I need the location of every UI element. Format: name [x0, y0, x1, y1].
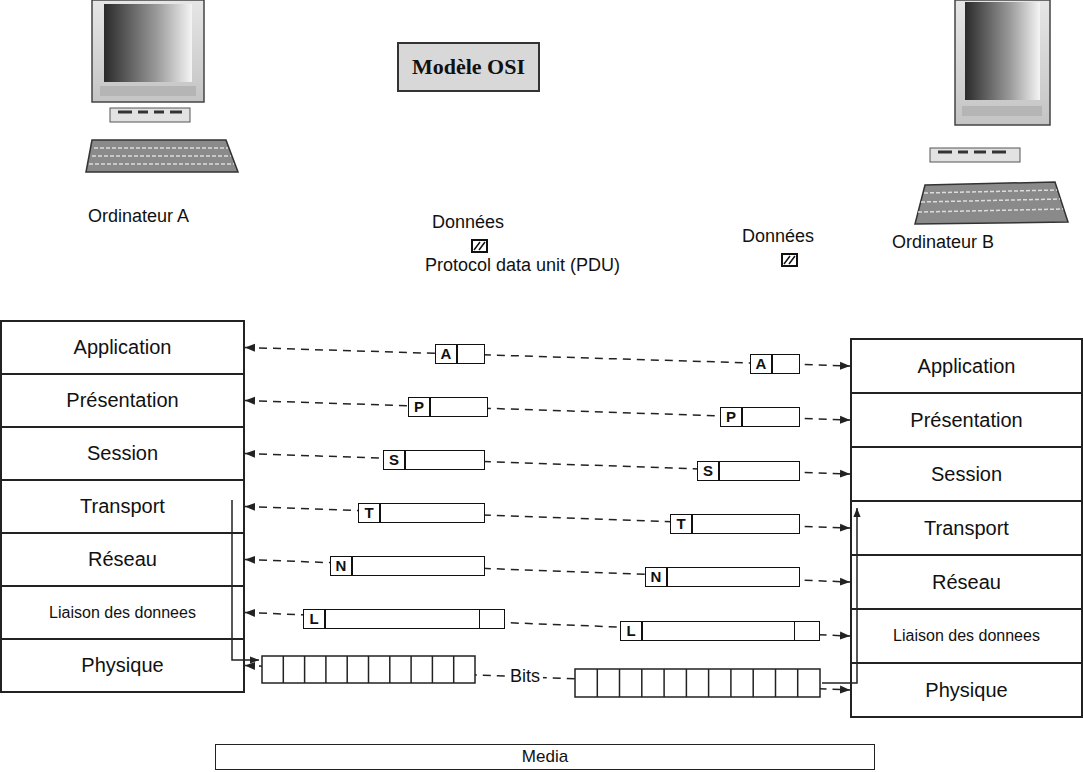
- pdu-box: P: [408, 397, 488, 417]
- layer-name: Application: [74, 336, 172, 359]
- osi-layer-box: Physique: [850, 662, 1083, 718]
- layer-name: Session: [931, 463, 1002, 486]
- osi-layer-box: Session: [0, 426, 245, 481]
- title-box: Modèle OSI: [397, 42, 540, 92]
- layer-name: Media: [522, 747, 568, 767]
- pdu-header-letter: T: [359, 504, 381, 522]
- layer-name: Réseau: [932, 571, 1001, 594]
- computer-b: [915, 0, 1068, 224]
- pdu-box: S: [697, 461, 800, 481]
- layer-name: Session: [87, 442, 158, 465]
- pdu-trailer: [794, 622, 819, 640]
- osi-layer-box: Physique: [0, 638, 245, 693]
- pdu-header-letter: N: [646, 568, 668, 586]
- text-label: Ordinateur B: [892, 232, 994, 253]
- layer-name: Liaison des donnees: [49, 604, 196, 622]
- layer-name: Transport: [924, 517, 1009, 540]
- pdu-box: L: [620, 621, 820, 641]
- text-label: Protocol data unit (PDU): [425, 255, 620, 276]
- pdu-trailer: [479, 610, 504, 628]
- layer-name: Présentation: [910, 409, 1022, 432]
- title-text: Modèle OSI: [412, 54, 525, 80]
- pdu-box: T: [358, 503, 485, 523]
- layer-name: Liaison des donnees: [893, 627, 1040, 645]
- osi-layer-box: Session: [850, 446, 1083, 502]
- osi-layer-box: Transport: [0, 479, 245, 534]
- pdu-header-letter: T: [671, 515, 693, 533]
- text-label: Données: [432, 212, 504, 233]
- layer-name: Transport: [80, 495, 165, 518]
- text-label: Ordinateur A: [88, 206, 189, 227]
- pdu-box: N: [330, 556, 485, 576]
- bit-cells: [262, 656, 820, 697]
- pdu-header-letter: P: [409, 398, 431, 416]
- layer-name: Physique: [81, 654, 163, 677]
- media-box: Media: [215, 744, 875, 770]
- osi-layer-box: Application: [0, 320, 245, 375]
- pdu-header-letter: S: [384, 451, 406, 469]
- pdu-header-letter: A: [436, 345, 458, 363]
- pdu-header-letter: A: [751, 355, 773, 373]
- pdu-box: T: [670, 514, 800, 534]
- pdu-box: A: [750, 354, 800, 374]
- osi-layer-box: Présentation: [0, 373, 245, 428]
- osi-layer-box: Application: [850, 338, 1083, 394]
- edge-label: Bits: [507, 666, 543, 687]
- pdu-box: P: [720, 407, 800, 427]
- osi-layer-box: Présentation: [850, 392, 1083, 448]
- layer-name: Physique: [925, 679, 1007, 702]
- pdu-header-letter: L: [304, 610, 326, 628]
- osi-layer-box: Transport: [850, 500, 1083, 556]
- pdu-box: A: [435, 344, 485, 364]
- pdu-header-letter: P: [721, 408, 743, 426]
- osi-layer-box: Liaison des donnees: [0, 585, 245, 640]
- osi-layer-box: Réseau: [850, 554, 1083, 610]
- pdu-box: N: [645, 567, 800, 587]
- pdu-box: L: [303, 609, 505, 629]
- layer-name: Réseau: [88, 548, 157, 571]
- osi-layer-box: Liaison des donnees: [850, 608, 1083, 664]
- pdu-header-letter: N: [331, 557, 353, 575]
- pdu-box: S: [383, 450, 485, 470]
- osi-layer-box: Réseau: [0, 532, 245, 587]
- data-flow-line: [232, 500, 857, 683]
- pdu-header-letter: L: [621, 622, 643, 640]
- layer-name: Présentation: [66, 389, 178, 412]
- pdu-header-letter: S: [698, 462, 720, 480]
- computer-a: [86, 0, 238, 172]
- text-label: Données: [742, 226, 814, 247]
- layer-name: Application: [918, 355, 1016, 378]
